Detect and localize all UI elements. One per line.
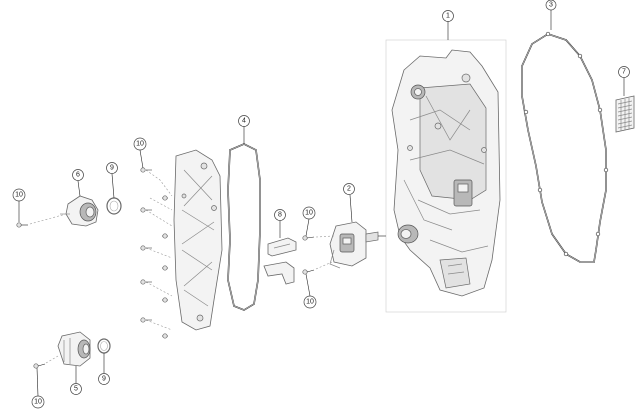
callout-10-top-label: 10 [136, 141, 144, 148]
callout-1-label: 1 [446, 13, 450, 20]
callout-7-label: 7 [622, 69, 626, 76]
callout-9-upper-label: 9 [110, 165, 114, 172]
callout-9-lower: 9 [98, 373, 110, 385]
part-1-housing-cover [385, 39, 507, 313]
callout-10-bottom: 10 [31, 395, 45, 409]
callout-4-label: 4 [242, 118, 246, 125]
callout-9-upper: 9 [106, 162, 118, 174]
part-8-bracket-clip [263, 237, 297, 285]
callout-10-mid-lower-label: 10 [306, 299, 314, 306]
part-2-control-valve [329, 221, 386, 269]
part-6-sensor [60, 195, 99, 227]
callout-10-left-label: 10 [15, 192, 23, 199]
callout-8-label: 8 [278, 212, 282, 219]
callout-3-label: 3 [549, 2, 553, 9]
bolt-column [140, 167, 173, 339]
callout-3: 3 [545, 0, 557, 11]
callout-10-mid-upper: 10 [302, 206, 316, 220]
callout-5: 5 [70, 383, 82, 395]
leader-lines [18, 10, 625, 397]
callout-7: 7 [618, 66, 630, 78]
callout-10-mid-lower: 10 [303, 295, 317, 309]
callout-10-mid-upper-label: 10 [305, 210, 313, 217]
callout-10-left: 10 [12, 188, 26, 202]
part-9-o-ring-lower [97, 338, 111, 354]
callout-8: 8 [274, 209, 286, 221]
callout-9-lower-label: 9 [102, 376, 106, 383]
callout-1: 1 [442, 10, 454, 22]
callout-5-label: 5 [74, 386, 78, 393]
intermediate-cover-plate [173, 149, 223, 331]
callout-2: 2 [343, 183, 355, 195]
part-4-small-gasket [227, 143, 261, 311]
callout-10-bottom-label: 10 [34, 399, 42, 406]
part-5-solenoid-valve [57, 331, 91, 367]
callout-6-label: 6 [76, 172, 80, 179]
part-3-perimeter-gasket [521, 31, 609, 263]
part-9-o-ring-upper [106, 197, 122, 215]
loose-bolts [16, 213, 335, 369]
callout-2-label: 2 [347, 186, 351, 193]
part-7-filter-screen [615, 95, 635, 133]
callout-4: 4 [238, 115, 250, 127]
callout-6: 6 [72, 169, 84, 181]
callout-10-top: 10 [133, 137, 147, 151]
